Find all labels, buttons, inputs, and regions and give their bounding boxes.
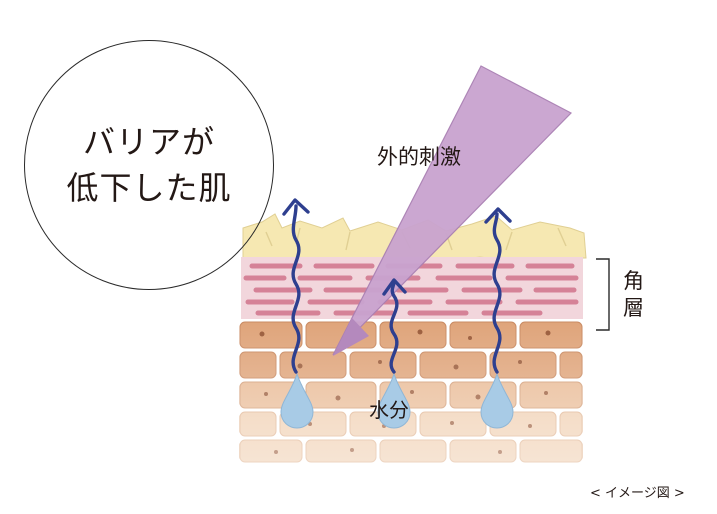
water-droplet-icon [480,372,514,429]
water-droplet-icons [280,372,514,429]
title-line-1: バリアが [82,123,215,161]
moisture-arrow-center [389,280,399,374]
arrowhead-icon [484,207,512,224]
external-stimulus-tip-icon [333,318,369,356]
title-line-2: 低下した肌 [66,169,232,207]
water-droplet-icon [280,372,314,429]
moisture-arrow-left [291,204,301,374]
stratum-corneum-char-2: 層 [623,296,644,320]
water-droplet-icon [377,372,411,429]
moisture-arrow-right [492,212,502,374]
moisture-label: 水分 [369,398,409,422]
moisture-arrows [282,198,512,374]
corneum-bracket [596,258,610,331]
arrowhead-icon [382,278,407,296]
title-circle: バリアが 低下した肌 [24,40,274,290]
stratum-corneum-label: 角 層 [623,268,644,322]
stratum-corneum-char-1: 角 [623,269,644,293]
image-caption: < イメージ図 > [590,486,685,501]
arrowhead-icon [282,198,310,216]
external-stimulus-label: 外的刺激 [377,145,461,169]
